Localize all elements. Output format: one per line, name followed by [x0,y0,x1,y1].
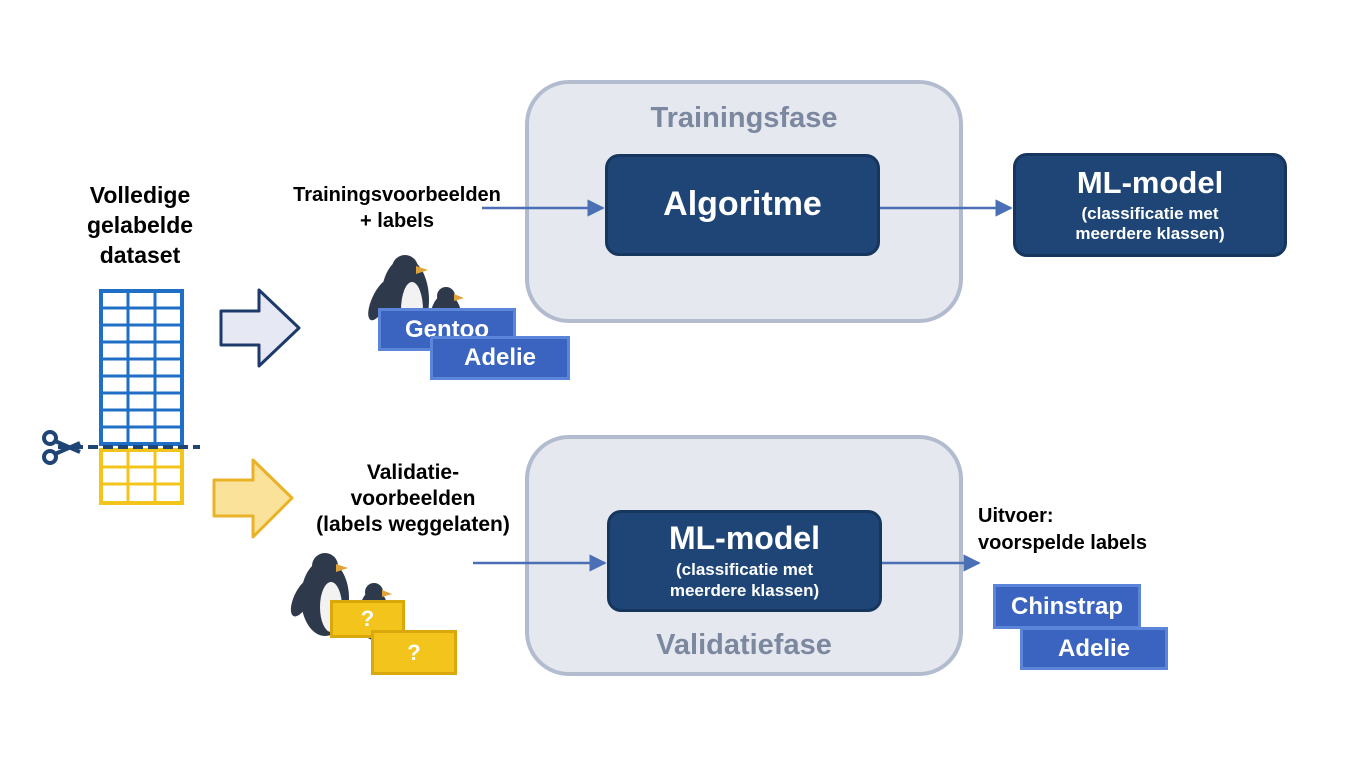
scissors-icon [42,430,81,465]
dataset-validation-rows [99,448,184,505]
predicted-label-tag: Adelie [1020,627,1168,670]
unknown-label-tag: ? [330,600,405,638]
validation-phase-title: Validatiefase [656,629,832,661]
training-phase-title: Trainingsfase [650,102,838,134]
training-input-label: Trainingsvoorbeelden + labels [293,184,501,232]
training-label-tag: Adelie [430,336,570,380]
ml-model-validation-box: ML-model (classificatie met meerdere kla… [607,510,882,612]
output-label: Uitvoer: voorspelde labels [978,505,1147,554]
algorithm-box: Algoritme [605,154,880,256]
validation-split-arrow-icon [212,458,294,539]
dataset-training-rows [99,289,184,446]
predicted-label-tag: Chinstrap [993,584,1141,629]
unknown-label-tag: ? [371,630,457,675]
validation-input-label: Validatie- voorbeelden (labels weggelate… [316,461,510,536]
training-split-arrow-icon [219,288,301,368]
dataset-label: Volledige gelabelde dataset [86,182,194,268]
ml-model-output-box: ML-model (classificatie met meerdere kla… [1013,153,1287,257]
